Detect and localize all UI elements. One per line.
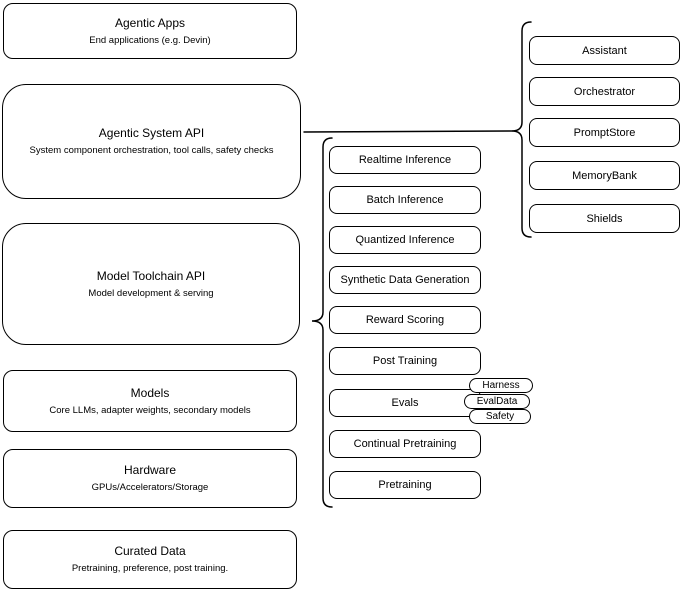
node-pretraining: Pretraining: [329, 471, 481, 499]
node-curated-data: Curated Data Pretraining, preference, po…: [3, 530, 297, 589]
node-model-toolchain-api: Model Toolchain API Model development & …: [2, 223, 300, 345]
pill-safety: Safety: [469, 409, 531, 424]
node-subtitle: End applications (e.g. Devin): [89, 34, 211, 46]
node-title: Agentic Apps: [114, 15, 186, 30]
node-title: Curated Data: [114, 544, 186, 558]
node-title: Models: [130, 385, 170, 400]
node-agentic-apps: Agentic Apps End applications (e.g. Devi…: [3, 3, 297, 59]
node-orchestrator: Orchestrator: [529, 77, 680, 106]
node-subtitle: Core LLMs, adapter weights, secondary mo…: [49, 404, 251, 416]
node-reward-scoring: Reward Scoring: [329, 306, 481, 334]
pill-evaldata: EvalData: [464, 394, 530, 409]
node-models: Models Core LLMs, adapter weights, secon…: [3, 370, 297, 432]
node-assistant: Assistant: [529, 36, 680, 65]
system-components-brace: [511, 21, 532, 238]
node-synthetic-data-generation: Synthetic Data Generation: [329, 266, 481, 294]
node-evals: Evals: [329, 389, 481, 417]
node-promptstore: PromptStore: [529, 118, 680, 147]
node-hardware: Hardware GPUs/Accelerators/Storage: [3, 449, 297, 508]
node-continual-pretraining: Continual Pretraining: [329, 430, 481, 458]
node-subtitle: Model development & serving: [88, 287, 214, 299]
system-api-connector-line: [303, 130, 513, 133]
node-memorybank: MemoryBank: [529, 161, 680, 190]
node-batch-inference: Batch Inference: [329, 186, 481, 214]
node-post-training: Post Training: [329, 347, 481, 375]
node-title: Agentic System API: [98, 126, 205, 140]
toolchain-brace: [311, 137, 333, 508]
node-title: Hardware: [123, 463, 177, 477]
node-agentic-system-api: Agentic System API System component orch…: [2, 84, 301, 199]
pill-harness: Harness: [469, 378, 533, 393]
node-realtime-inference: Realtime Inference: [329, 146, 481, 174]
node-title: Model Toolchain API: [96, 268, 206, 283]
node-subtitle: Pretraining, preference, post training.: [71, 563, 229, 574]
node-subtitle: System component orchestration, tool cal…: [29, 145, 274, 156]
node-shields: Shields: [529, 204, 680, 233]
node-quantized-inference: Quantized Inference: [329, 226, 481, 254]
node-subtitle: GPUs/Accelerators/Storage: [91, 482, 209, 493]
